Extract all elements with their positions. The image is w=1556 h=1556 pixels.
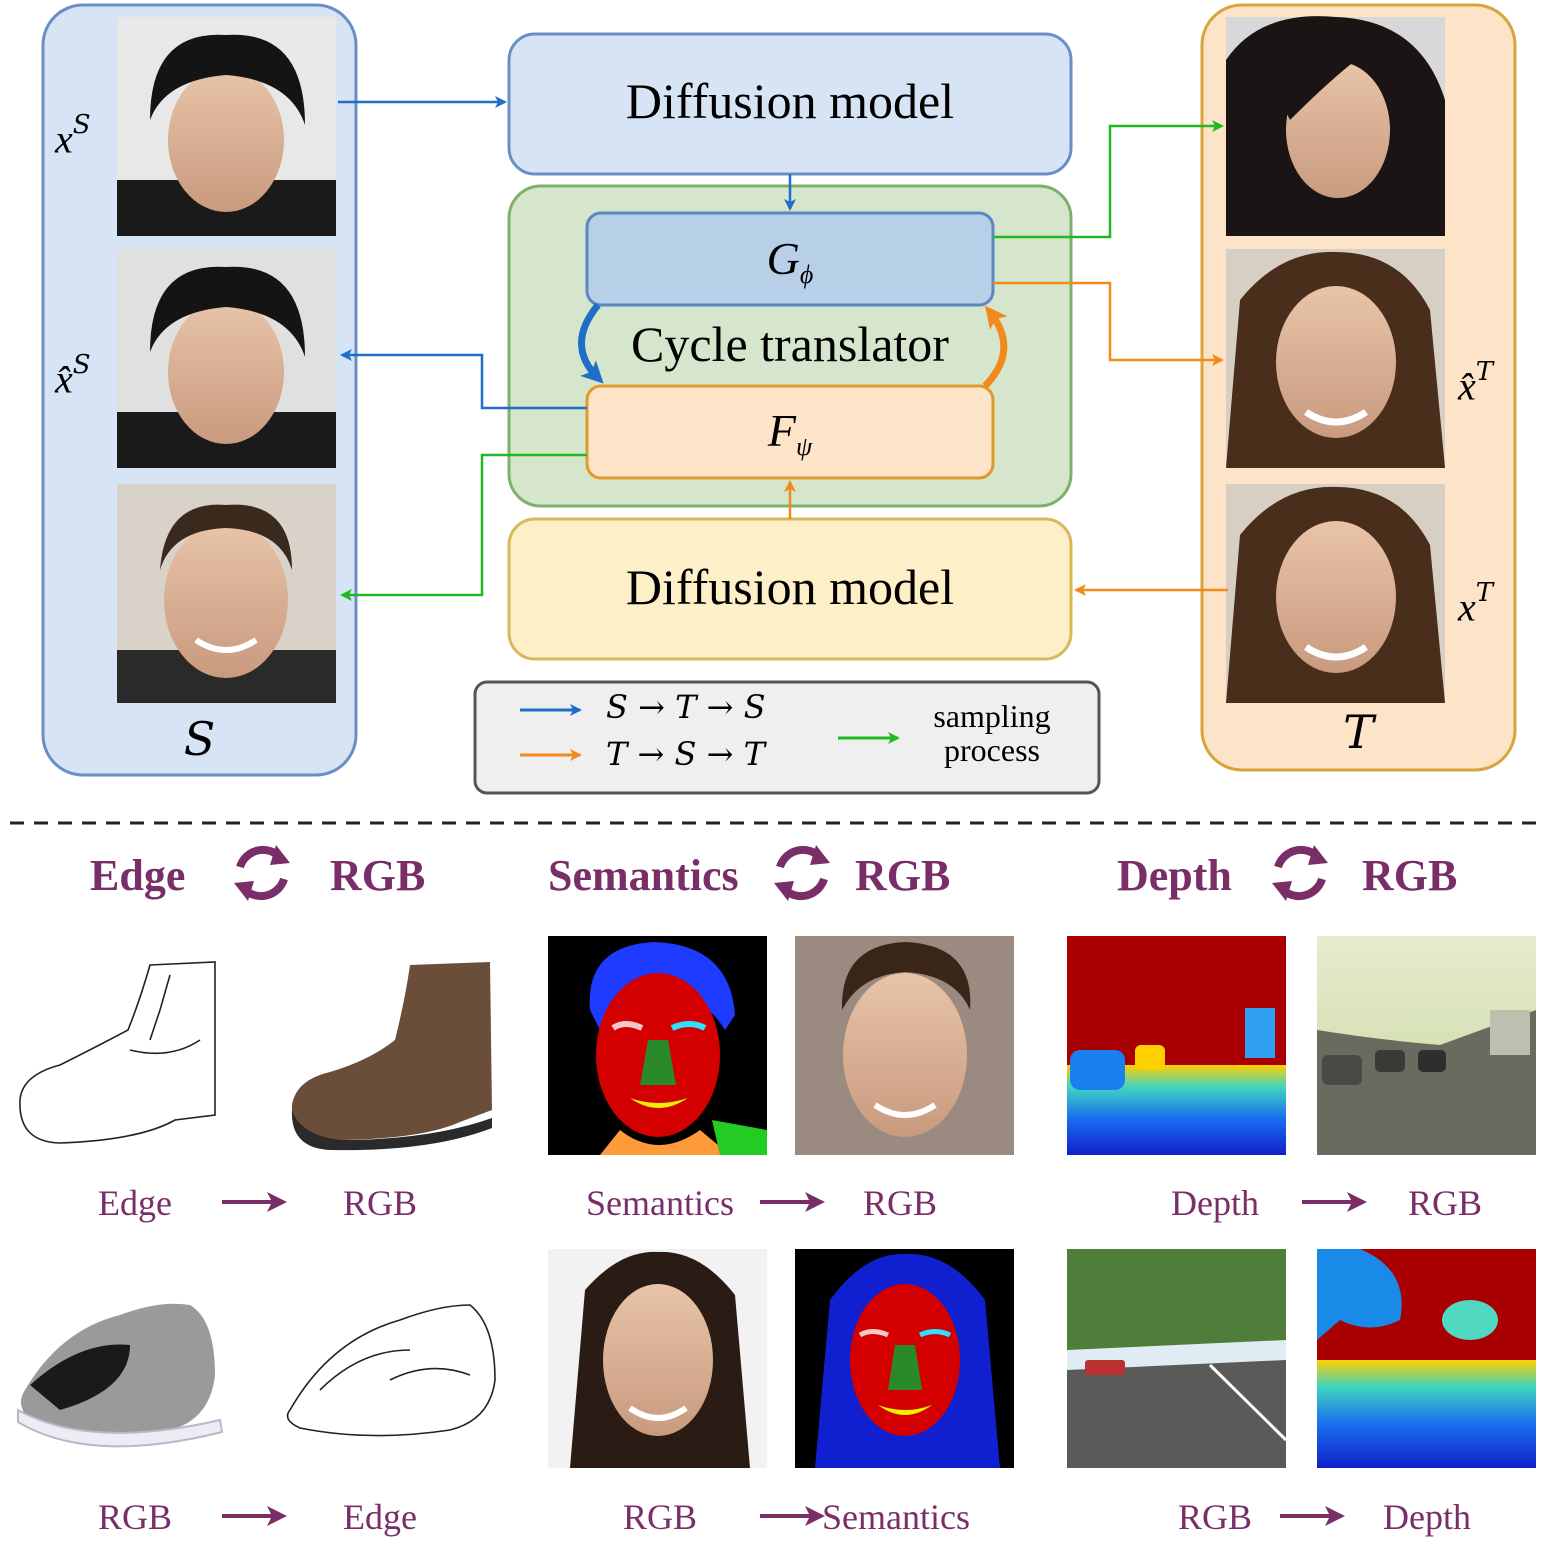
task-depth-title: Depth: [1117, 851, 1232, 900]
target-set-label: T: [1343, 705, 1374, 759]
task-edge-rgb-title: RGB: [330, 851, 426, 900]
cycle-translator-label: Cycle translator: [631, 316, 949, 372]
caption-rgb: RGB: [1177, 1497, 1253, 1537]
legend-green-text-2: process: [944, 732, 1040, 768]
cycle-icon: [774, 845, 830, 901]
cycle-icon: [234, 845, 290, 901]
cycle-icon: [1272, 845, 1328, 901]
caption-edge: Edge: [98, 1183, 172, 1223]
depth-map-from-rgb: [1317, 1249, 1536, 1468]
caption-rgb: RGB: [342, 1183, 418, 1223]
legend-orange-text: T → S → T: [606, 735, 765, 773]
legend-blue-text: S → T → S: [606, 688, 766, 726]
task-edge-title: Edge: [90, 851, 186, 900]
legend-box: [473, 680, 1101, 795]
caption-rgb: RGB: [862, 1183, 938, 1223]
edge-boot-sketch: [19, 961, 216, 1144]
x-source-label: xS: [55, 110, 91, 162]
caption-rgb: RGB: [1407, 1183, 1483, 1223]
rgb-street-image: [1067, 1249, 1288, 1468]
F-to-G-curved-arrow: [982, 305, 1008, 389]
caption-edge: Edge: [343, 1497, 417, 1537]
G-module-box: [585, 211, 995, 307]
caption-semantics: Semantics: [822, 1497, 970, 1537]
target-image-1: [1226, 484, 1445, 703]
arrow-F-to-sampled-source: [340, 453, 587, 601]
arrow-F-to-xhat-s: [340, 349, 587, 410]
task-semantics-rgb-title: RGB: [855, 851, 951, 900]
caption-semantics: Semantics: [586, 1183, 734, 1223]
caption-rgb: RGB: [97, 1497, 173, 1537]
edge-sneaker-sketch: [286, 1304, 496, 1437]
semantic-map-from-rgb: [795, 1249, 1014, 1468]
diffusion-model-top-label: Diffusion model: [625, 73, 955, 129]
rgb-face-from-semantics: [795, 936, 1014, 1155]
rgb-street-from-depth: [1317, 936, 1536, 1155]
F-module-label: Fψ: [767, 405, 813, 462]
source-image-reconstructed: [117, 249, 336, 468]
x-target-label: xT: [1458, 578, 1494, 630]
rgb-sneaker-image: [17, 1303, 224, 1448]
legend-green-text-1: sampling: [933, 698, 1051, 734]
task-depth-rgb-title: RGB: [1362, 851, 1458, 900]
target-image-reconstructed: [1226, 249, 1445, 468]
xhat-source-label: x̂S: [55, 350, 91, 402]
target-image-sampled: [1226, 16, 1445, 236]
task-semantics-title: Semantics: [548, 851, 739, 900]
G-module-label: Gϕ: [766, 233, 814, 290]
source-image-sampled: [117, 484, 336, 703]
arrow-G-to-sampled-target: [993, 120, 1224, 239]
rgb-boot-image: [291, 962, 492, 1151]
semantic-map-image: [548, 936, 767, 1155]
F-module-box: [585, 384, 995, 480]
G-to-F-curved-arrow: [578, 302, 604, 384]
diffusion-model-bottom-label: Diffusion model: [625, 559, 955, 615]
depth-map-image: [1067, 936, 1286, 1155]
rgb-face-woman: [548, 1249, 767, 1468]
source-image-1: [117, 17, 336, 236]
xhat-target-label: x̂T: [1458, 357, 1494, 409]
caption-depth: Depth: [1171, 1183, 1259, 1223]
caption-depth: Depth: [1383, 1497, 1471, 1537]
arrow-G-to-xhat-t: [993, 281, 1224, 366]
caption-rgb: RGB: [622, 1497, 698, 1537]
source-set-label: S: [183, 712, 216, 766]
